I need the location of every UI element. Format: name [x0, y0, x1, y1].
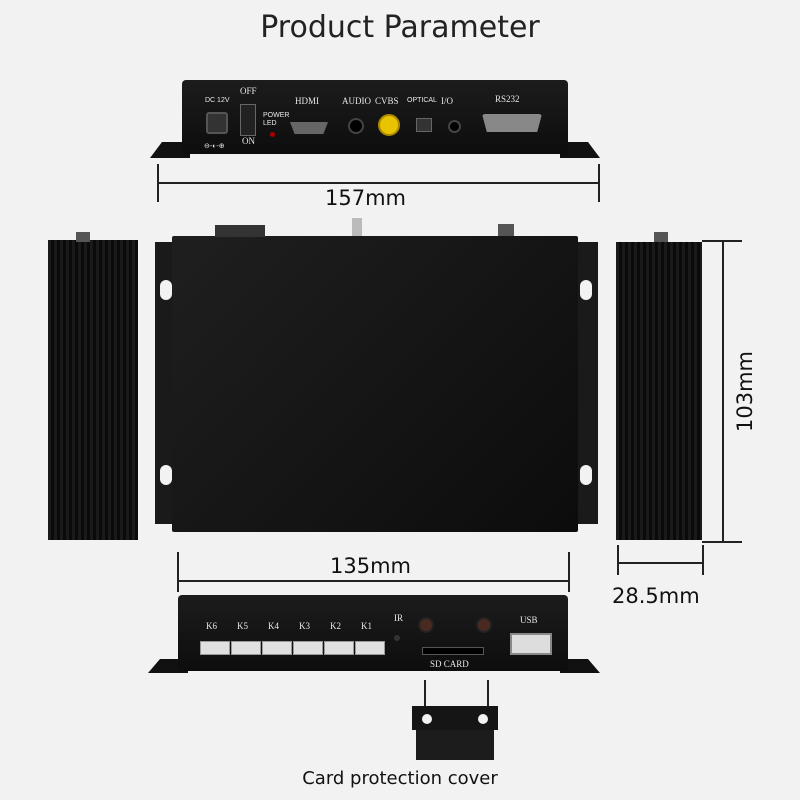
key-label-k4: K4 [268, 621, 279, 631]
power-led [270, 132, 275, 137]
left-side-view [48, 240, 138, 540]
height-dimension-tick-bottom [702, 541, 742, 543]
key-label-k1: K1 [361, 621, 372, 631]
inner-width-tick-right [568, 552, 570, 592]
rear-left-flange [150, 142, 190, 158]
depth-dimension-line [617, 562, 703, 564]
rs232-label: RS232 [495, 94, 520, 104]
switch-on-label: ON [242, 136, 255, 146]
cover-hole-right [478, 714, 488, 724]
depth-tick-left [617, 545, 619, 575]
usb-port[interactable] [510, 633, 552, 655]
optical-label: OPTICAL [407, 97, 437, 104]
cover-lip [416, 730, 494, 760]
optical-port [416, 118, 432, 132]
top-view-body [172, 236, 578, 532]
height-dimension-label: 103mm [733, 351, 757, 432]
mount-hole-1 [160, 280, 172, 300]
top-view-knob [498, 224, 514, 236]
left-side-knob [76, 232, 90, 242]
rear-panel-view: DC 12V ⊖-◐-⊕ OFF ON POWER LED HDMI AUDIO… [150, 80, 600, 170]
key-label-k5: K5 [237, 621, 248, 631]
audio-label: AUDIO [342, 96, 371, 106]
cover-caption: Card protection cover [302, 768, 498, 789]
depth-dimension-label: 28.5mm [612, 584, 700, 608]
power-switch[interactable] [240, 104, 256, 136]
usb-label: USB [520, 615, 538, 625]
io-label: I/O [441, 96, 453, 106]
top-view-rca [352, 218, 362, 236]
rs232-port [482, 114, 542, 132]
key-connector-k3 [293, 641, 323, 655]
front-panel-face [178, 595, 568, 671]
key-label-k3: K3 [299, 621, 310, 631]
page-title: Product Parameter [260, 10, 540, 45]
cvbs-port [378, 114, 400, 136]
cover-leader-left [424, 680, 426, 710]
right-side-knob [654, 232, 668, 242]
rear-right-flange [560, 142, 600, 158]
height-dimension-line [722, 240, 724, 542]
key-connector-k2 [324, 641, 354, 655]
key-connector-k4 [262, 641, 292, 655]
audio-jack [348, 118, 364, 134]
dc-label: DC 12V [205, 97, 230, 104]
depth-tick-right [702, 545, 704, 575]
front-panel-view: K6 K5 K4 K3 K2 K1 IR SD CARD USB [148, 595, 600, 680]
card-protection-cover [412, 706, 498, 762]
sd-screw-right [476, 617, 492, 633]
inner-width-tick-left [177, 552, 179, 592]
width-dimension-tick-left [157, 164, 159, 202]
key-label-k2: K2 [330, 621, 341, 631]
height-dimension-tick-top [702, 240, 742, 242]
io-port [448, 120, 461, 133]
sd-screw-left [418, 617, 434, 633]
width-dimension-tick-right [598, 164, 600, 202]
key-connector-k5 [231, 641, 261, 655]
sd-card-label: SD CARD [430, 659, 469, 669]
width-dimension-label: 157mm [325, 186, 406, 210]
hdmi-label: HDMI [295, 96, 319, 106]
front-right-flange [560, 659, 600, 673]
dc-polarity: ⊖-◐-⊕ [204, 143, 225, 150]
right-side-view [616, 242, 702, 540]
key-connector-k1 [355, 641, 385, 655]
cvbs-label: CVBS [375, 96, 399, 106]
top-view-rs232 [215, 225, 265, 237]
ir-sensor [394, 635, 400, 641]
inner-width-dimension-label: 135mm [330, 554, 411, 578]
key-label-k6: K6 [206, 621, 217, 631]
power-led-label: POWER LED [263, 112, 290, 127]
mount-hole-2 [160, 465, 172, 485]
switch-off-label: OFF [240, 86, 257, 96]
sd-card-slot[interactable] [422, 647, 484, 655]
dc-jack [206, 112, 228, 134]
mount-hole-3 [580, 280, 592, 300]
ir-label: IR [394, 613, 403, 623]
inner-width-dimension-line [177, 580, 569, 582]
cover-hole-left [422, 714, 432, 724]
mount-hole-4 [580, 465, 592, 485]
cover-leader-right [487, 680, 489, 710]
width-dimension-line [157, 182, 599, 184]
hdmi-port [290, 122, 328, 134]
key-connector-k6 [200, 641, 230, 655]
